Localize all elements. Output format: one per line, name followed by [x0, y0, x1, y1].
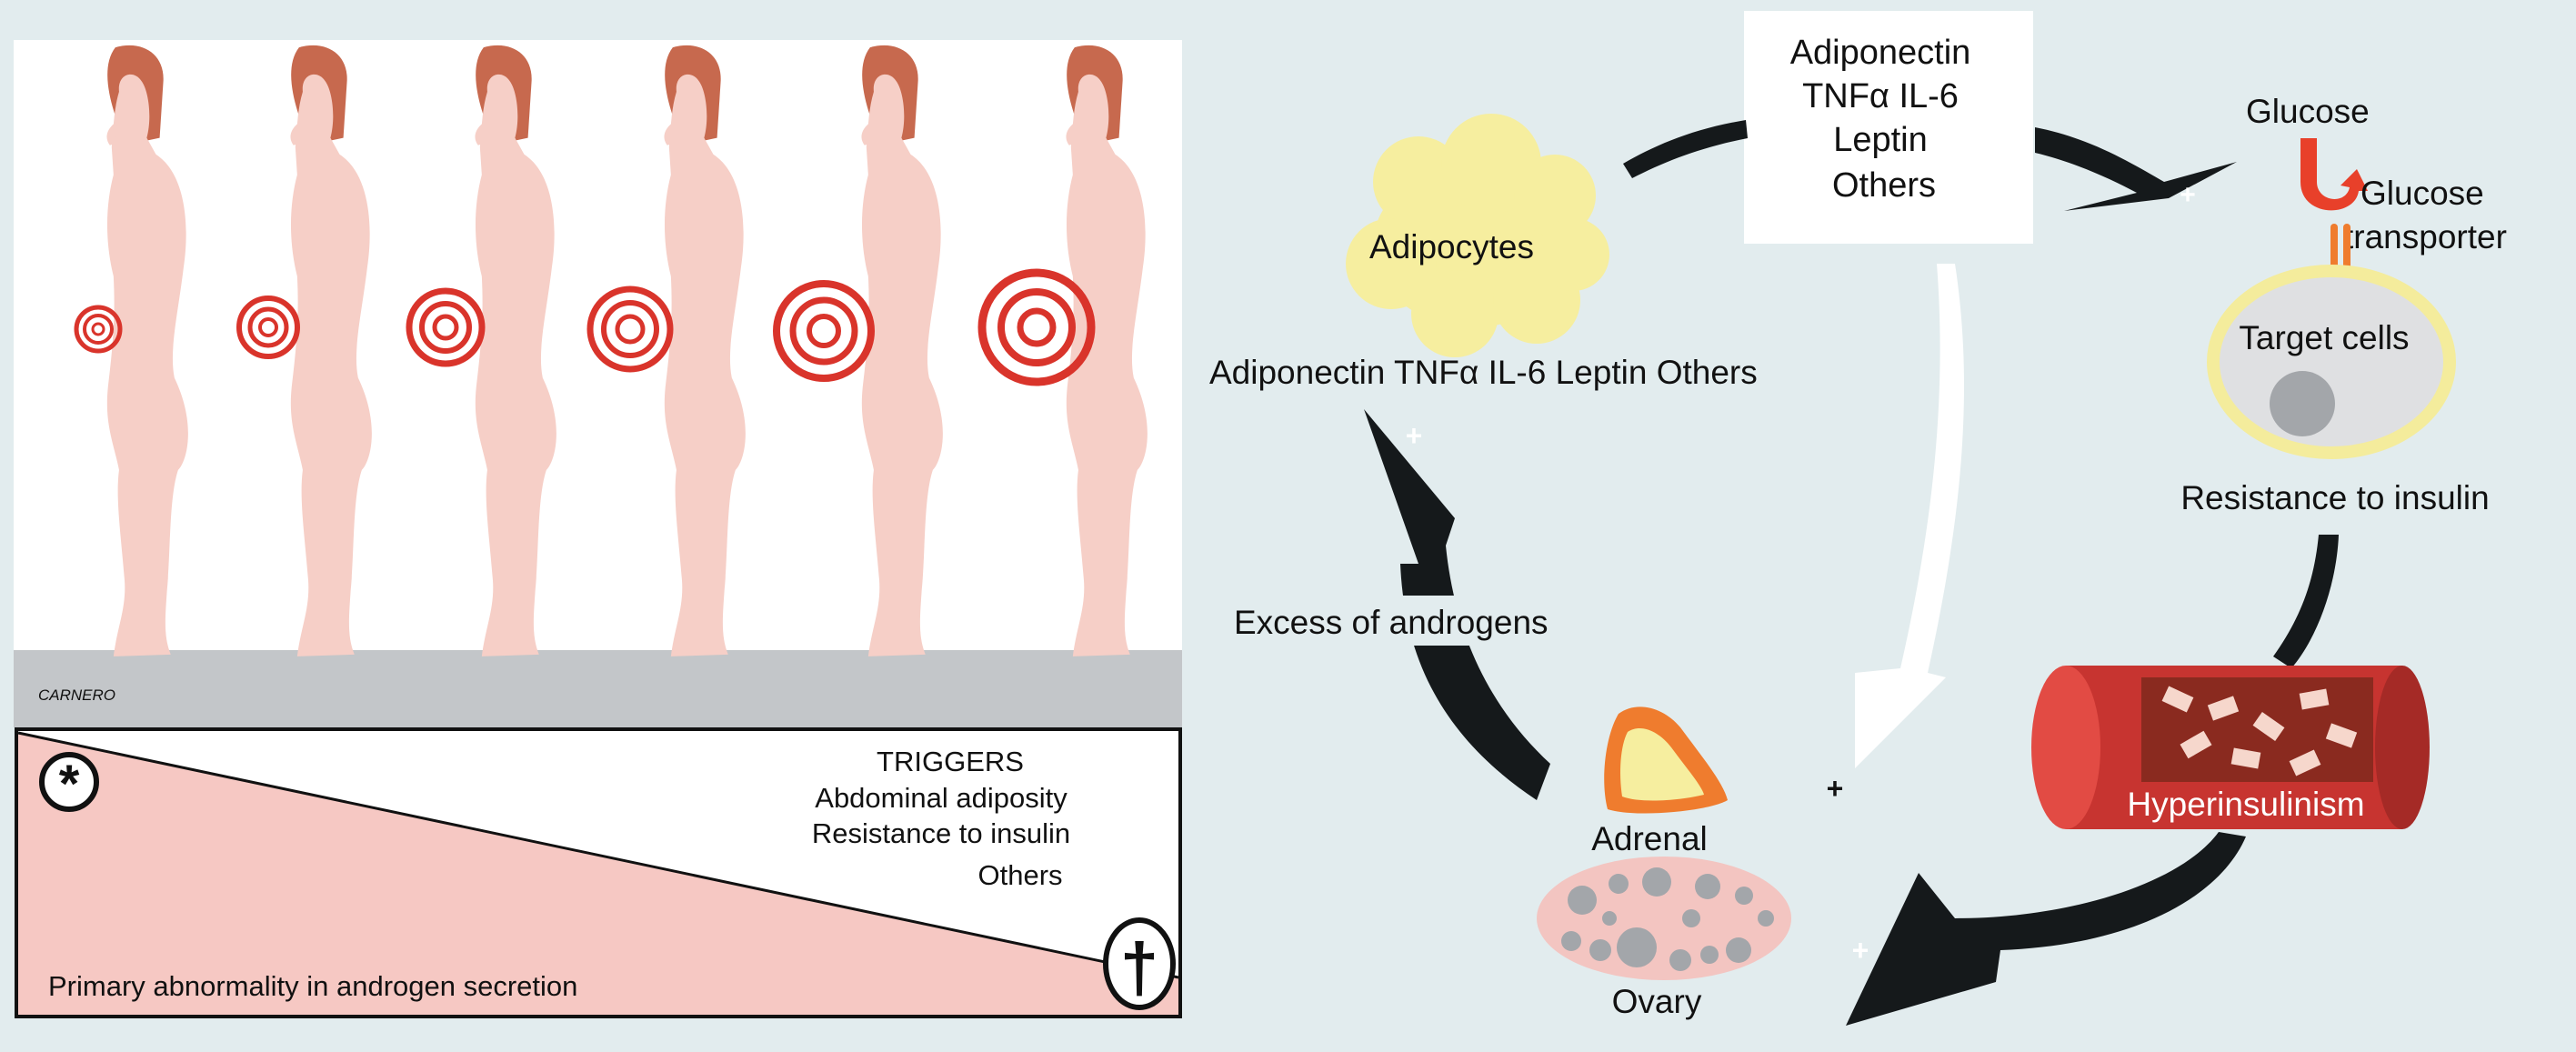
artist-signature: CARNERO: [38, 686, 115, 704]
excess-androgens-label: Excess of androgens: [1234, 604, 1549, 641]
ovary: [1537, 857, 1791, 980]
adipocytes-cloud: [1346, 114, 1609, 357]
adiposity-target: [586, 286, 674, 373]
resistance-label: Resistance to insulin: [2180, 479, 2489, 516]
figure-panel: [14, 40, 1182, 727]
hyperinsulinism-label: Hyperinsulinism: [2127, 786, 2364, 823]
ovary-label: Ovary: [1612, 983, 1702, 1020]
glucose-transporter-label: Glucose: [2360, 175, 2484, 212]
plus-sign: +: [1406, 419, 1423, 452]
primary-abnormality-label: Primary abnormality in androgen secretio…: [48, 970, 577, 1002]
triggers-heading: TRIGGERS: [877, 746, 1024, 777]
trigger-item: Abdominal adiposity: [815, 782, 1067, 814]
adiposity-target: [236, 296, 300, 359]
dagger-icon: †: [1103, 917, 1176, 1010]
secreted-factor: Adiponectin: [1790, 34, 1971, 72]
plus-sign: +: [1827, 772, 1844, 805]
arrow-to-adipocytes-left: [1364, 409, 1550, 800]
floor: [14, 650, 1182, 727]
target-cell: [2207, 265, 2456, 459]
arrow-to-ovary: [1846, 832, 2246, 1026]
adiposity-target: [773, 280, 875, 382]
plus-sign: +: [1852, 934, 1869, 967]
secreted-factors-inline: Adiponectin TNFα IL-6 Leptin Others: [1209, 354, 1758, 391]
arrow-to-ovary-white: [1855, 264, 1964, 768]
secreted-factors-box: [1744, 11, 2033, 244]
blood-vessel: [2031, 666, 2430, 829]
arrow-to-target-cells: [2035, 127, 2237, 211]
target-cells-label: Target cells: [2239, 319, 2409, 356]
secreted-factor: Others: [1832, 166, 1936, 205]
secreted-factor: Leptin: [1833, 121, 1928, 159]
arrow-to-adipocytes: [1623, 120, 1748, 178]
adiposity-target: [74, 305, 123, 354]
secreted-factor: TNFα IL-6: [1802, 77, 1959, 115]
androgen-triangle: [18, 733, 1178, 1015]
trigger-item: Resistance to insulin: [812, 817, 1070, 849]
cell-nucleus: [2270, 371, 2335, 436]
svg-text:*: *: [59, 755, 80, 814]
trigger-item: Others: [977, 859, 1062, 891]
adipocytes-label: Adipocytes: [1369, 228, 1534, 266]
start-asterisk-icon: *: [39, 752, 99, 814]
adiposity-target: [977, 268, 1096, 386]
glucose-label: Glucose: [2246, 93, 2370, 130]
plus-sign: +: [2180, 180, 2196, 210]
svg-text:†: †: [1120, 929, 1158, 1007]
glucose-uptake-arrow: [2300, 138, 2368, 211]
arrow-to-hyperinsulinism: [2273, 535, 2339, 668]
label-backdrop: [1228, 596, 1600, 646]
glucose-transporter-label: transporter: [2344, 218, 2507, 255]
adiposity-target: [406, 287, 486, 367]
adrenal-label: Adrenal: [1591, 820, 1708, 857]
